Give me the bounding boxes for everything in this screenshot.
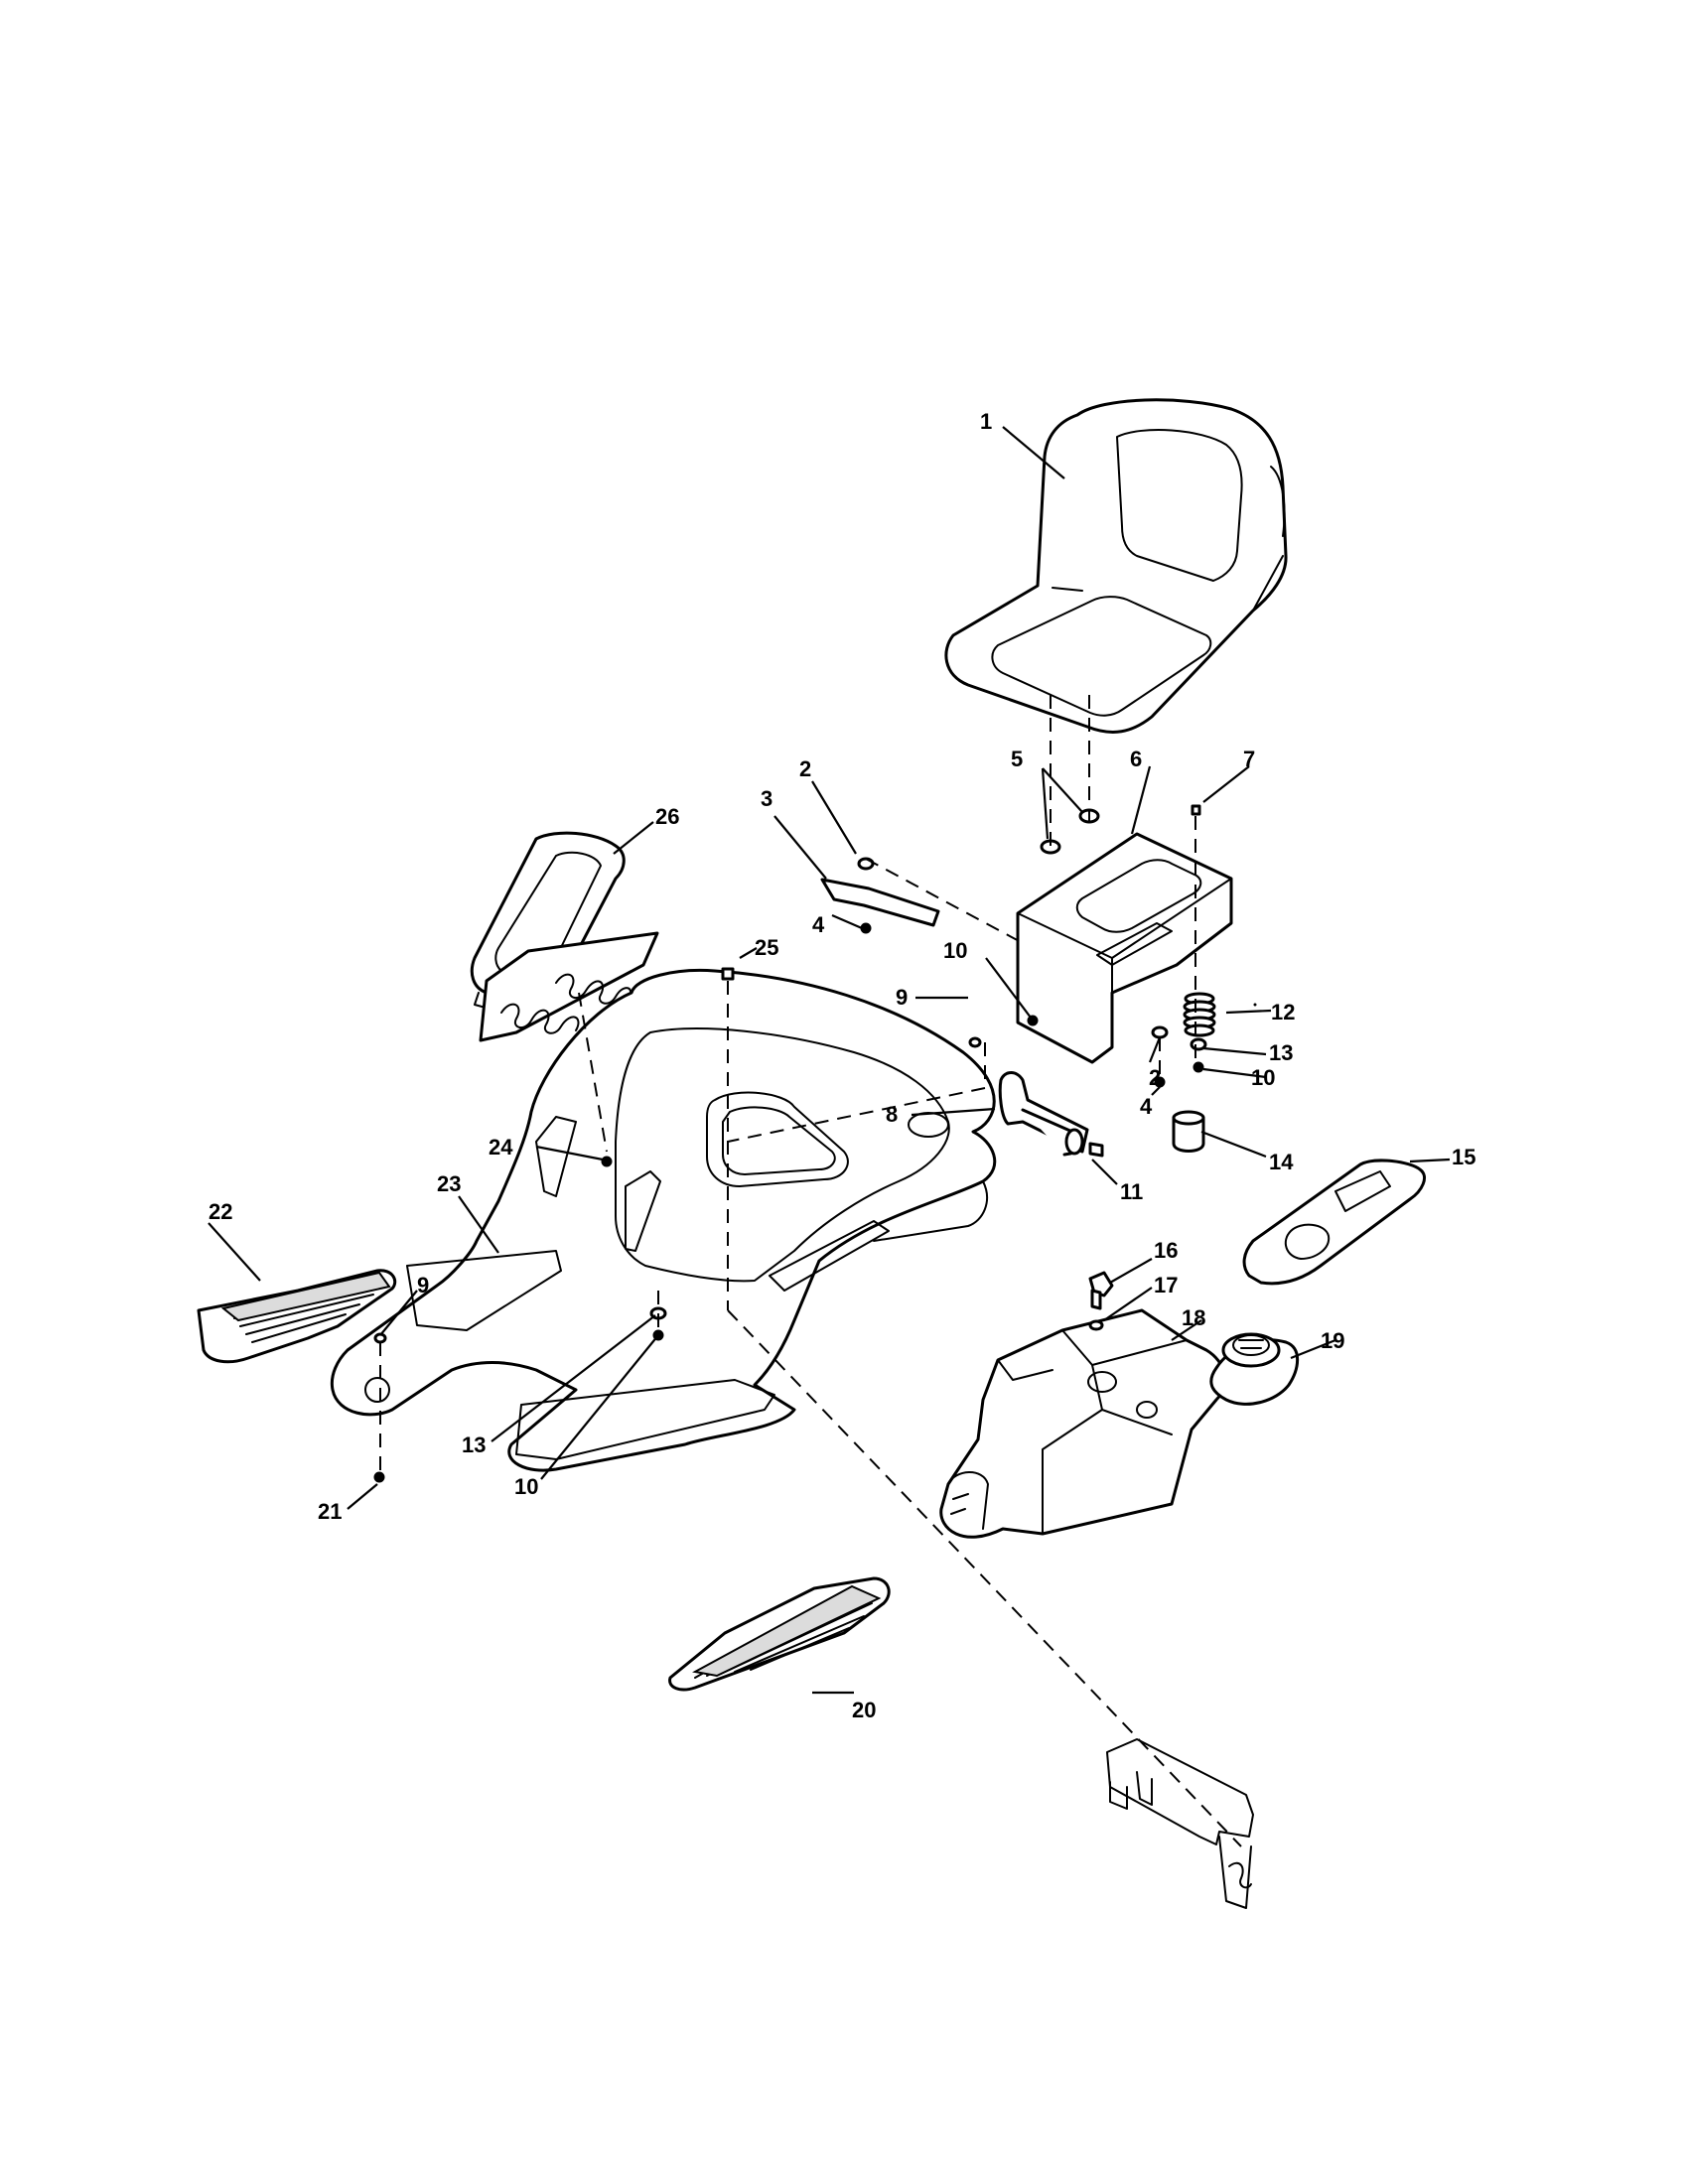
bolt-25: [721, 967, 735, 981]
fuel-cap-part: [1209, 1332, 1300, 1406]
callout-3: 3: [761, 786, 772, 811]
seat-latch-part: [820, 878, 940, 927]
callout-13: 13: [1269, 1040, 1293, 1065]
callout-26: 26: [655, 804, 679, 829]
callout-16: 16: [1154, 1238, 1178, 1263]
bolt-7: [1191, 804, 1201, 816]
callout-24: 24: [489, 1135, 513, 1160]
fasteners: [373, 804, 1257, 1483]
console-housing-part: [939, 1308, 1227, 1539]
nut-21: [373, 1471, 385, 1483]
spring-part: [1183, 992, 1216, 1037]
spring-stud: [1253, 1003, 1257, 1007]
mount-bracket-part: [1106, 1738, 1254, 1909]
callout-22: 22: [209, 1199, 232, 1224]
seat-pan-part: [1016, 832, 1233, 1064]
callout-25: 25: [755, 935, 778, 960]
nut-10b: [1193, 1061, 1204, 1073]
callout-12: 12: [1271, 1000, 1295, 1024]
leader-lines: [208, 426, 1451, 1695]
pin-9b: [373, 1332, 387, 1344]
bumper-part: [1172, 1110, 1205, 1153]
bolt-11: [1088, 1142, 1104, 1158]
callout-9: 9: [896, 985, 908, 1010]
callout-4: 4: [1140, 1094, 1153, 1119]
callout-8: 8: [886, 1102, 898, 1127]
callout-11: 11: [1120, 1179, 1143, 1204]
callout-6: 6: [1130, 747, 1142, 771]
callout-14: 14: [1269, 1150, 1294, 1174]
cup-holder-cover-part: [1242, 1159, 1426, 1286]
callout-13: 13: [462, 1433, 486, 1457]
callout-15: 15: [1452, 1145, 1475, 1169]
callout-10: 10: [1251, 1065, 1275, 1090]
nut-10a: [1027, 1015, 1039, 1026]
nut-4a: [860, 922, 872, 934]
callout-4: 4: [812, 912, 825, 937]
pin-9a: [968, 1036, 982, 1048]
fender-deck-part: [330, 968, 997, 1472]
pad-tape-part: [479, 931, 659, 1042]
washer-13a: [1190, 1037, 1207, 1051]
seat-part: [944, 398, 1288, 734]
callout-1: 1: [980, 409, 992, 434]
callout-2: 2: [1149, 1065, 1161, 1090]
right-footrest-part: [668, 1576, 891, 1692]
left-footrest-part: [197, 1269, 397, 1364]
callout-9: 9: [417, 1273, 429, 1297]
alignment-lines: [379, 695, 1242, 1847]
callout-5: 5: [1011, 747, 1023, 771]
callout-17: 17: [1154, 1273, 1178, 1297]
valve-fitting-part: [1088, 1271, 1114, 1310]
nut-24: [601, 1156, 613, 1167]
o-ring-17: [1088, 1319, 1104, 1331]
callout-19: 19: [1321, 1328, 1344, 1353]
callout-20: 20: [852, 1698, 876, 1722]
washer-2a: [857, 857, 875, 871]
callout-7: 7: [1243, 747, 1255, 771]
callout-23: 23: [437, 1171, 461, 1196]
callout-2: 2: [799, 756, 811, 781]
washer-2b: [1151, 1025, 1169, 1039]
callout-labels: 1 2 2 3 4 4 5 6 7 8 9 9 10 10 10 11 12 1…: [209, 409, 1475, 1722]
callout-10: 10: [514, 1474, 538, 1499]
callout-21: 21: [318, 1499, 342, 1524]
callout-18: 18: [1182, 1305, 1205, 1330]
callout-10: 10: [943, 938, 967, 963]
pivot-bracket-part: [998, 1071, 1089, 1157]
